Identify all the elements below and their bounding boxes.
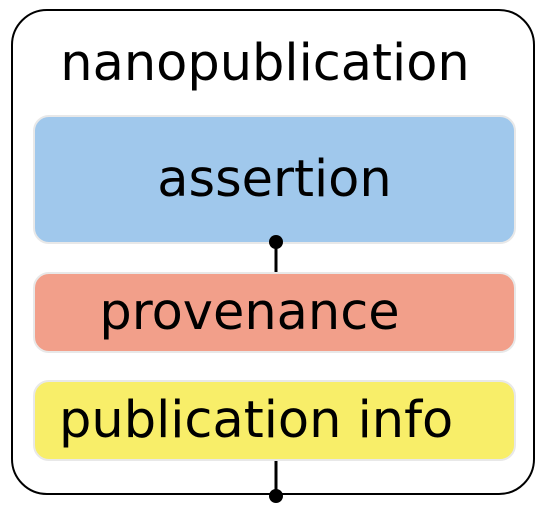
provenance-box: provenance (33, 272, 516, 353)
assertion-label: assertion (157, 150, 392, 209)
assertion-link-dot (269, 235, 283, 249)
outer-link-dot (269, 489, 283, 503)
provenance-label: provenance (99, 283, 400, 342)
diagram-title: nanopublication (60, 34, 470, 93)
publication-info-box: publication info (33, 380, 516, 461)
publication-info-label: publication info (59, 391, 454, 450)
